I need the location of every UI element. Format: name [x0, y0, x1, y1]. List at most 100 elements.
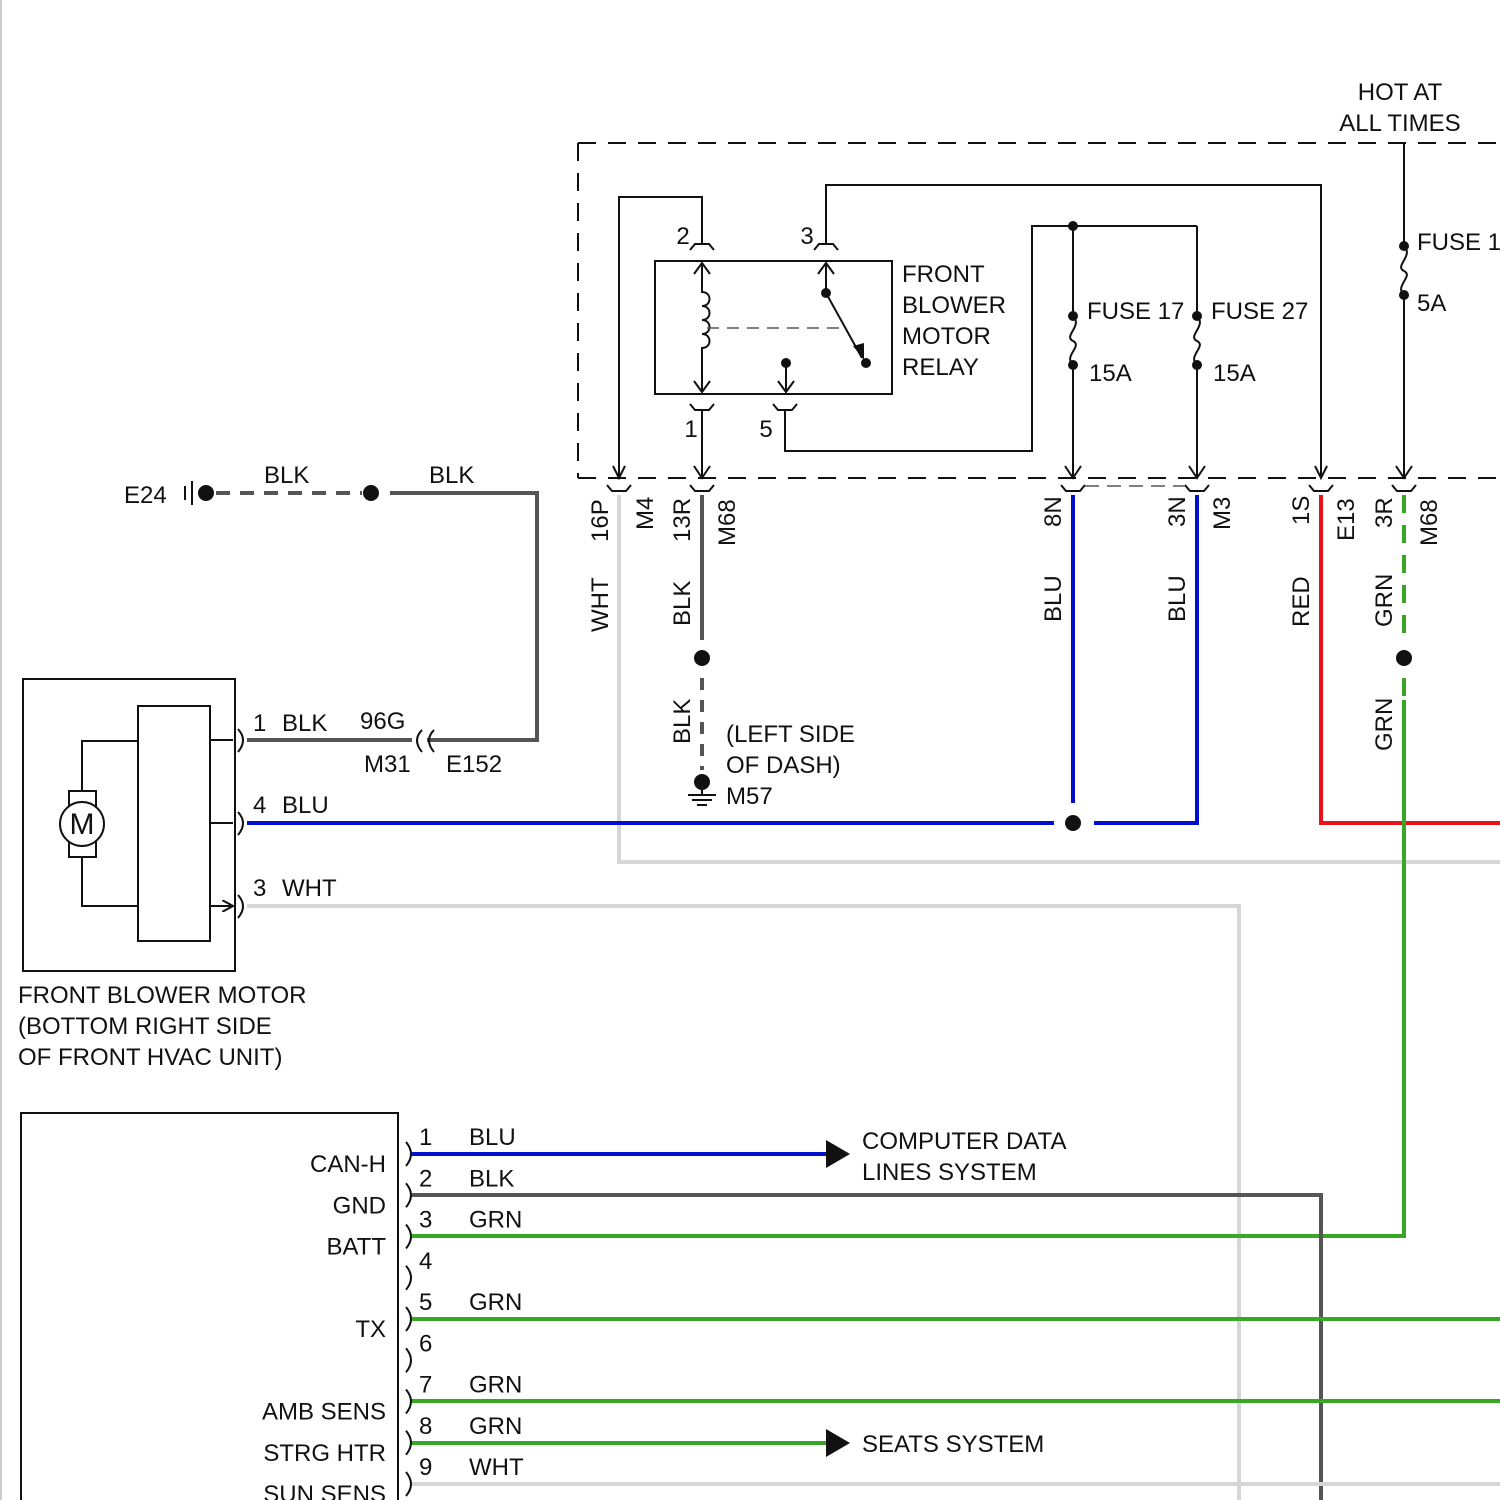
- splice-dot: [694, 650, 710, 666]
- ground-e24-dot: [198, 485, 214, 501]
- splice-dot-blk: [363, 485, 379, 501]
- fuse-27-rating: 15A: [1213, 360, 1256, 387]
- module-pin-name: BATT: [326, 1234, 386, 1261]
- module-pin-connector: [406, 1307, 411, 1331]
- fuse-1-label: FUSE 1: [1417, 229, 1500, 256]
- connector-1s: 1S: [1288, 496, 1315, 525]
- module-pin-wire-color: BLU: [469, 1124, 516, 1151]
- computer-data-lines-label-2[interactable]: LINES SYSTEM: [862, 1159, 1037, 1186]
- fuse-box-outline: [578, 143, 1500, 478]
- motor-pin-4: 4: [253, 792, 266, 819]
- relay-label-1: FRONT: [902, 261, 985, 288]
- module-pin-number: 9: [419, 1454, 432, 1481]
- module-pin-wire-color: GRN: [469, 1289, 522, 1316]
- ground-m57-label: M57: [726, 783, 773, 810]
- ground-m57-dot: [694, 774, 710, 790]
- relay-pin-5: 5: [759, 416, 772, 443]
- ground-icon: [688, 790, 716, 805]
- module-pin-number: 8: [419, 1413, 432, 1440]
- relay-pin-3: 3: [800, 223, 813, 250]
- connector-16p: 16P: [587, 499, 614, 542]
- ground-m57-location-2: OF DASH): [726, 752, 841, 779]
- wire-label-blu-2: BLU: [1164, 575, 1191, 622]
- module-pin-connector: [406, 1225, 411, 1249]
- module-pin-number: 6: [419, 1330, 432, 1357]
- connector-m4: M4: [632, 497, 659, 530]
- module-pin-wire-color: BLK: [469, 1165, 514, 1192]
- motor-pin-1-color: BLK: [282, 710, 327, 737]
- wire-label-red: RED: [1288, 576, 1315, 627]
- relay-label-4: RELAY: [902, 354, 979, 381]
- ground-e24-icon: [185, 481, 192, 505]
- relay-pin-1: 1: [684, 416, 697, 443]
- ground-e24-label: E24: [124, 482, 167, 509]
- wire-wht-motor-pin3: [247, 906, 1239, 1500]
- wire-label-blk-e24-2: BLK: [429, 462, 474, 489]
- connector-glyphs: [607, 485, 1416, 491]
- arrow-seats-system[interactable]: [826, 1429, 850, 1457]
- module-pin-wire-color: GRN: [469, 1372, 522, 1399]
- module-pin-number: 2: [419, 1165, 432, 1192]
- hot-at-all-times-label-2: ALL TIMES: [1339, 110, 1460, 137]
- relay-label-3: MOTOR: [902, 323, 991, 350]
- module-pin-number: 1: [419, 1124, 432, 1151]
- module-pin-number: 5: [419, 1289, 432, 1316]
- module-pin-wire-color: GRN: [469, 1413, 522, 1440]
- module-pin-number: 4: [419, 1248, 432, 1275]
- fuse-1-rating: 5A: [1417, 290, 1446, 317]
- splice-96g: 96G: [360, 708, 405, 735]
- computer-data-lines-label-1[interactable]: COMPUTER DATA: [862, 1128, 1066, 1155]
- motor-pin-1: 1: [253, 710, 266, 737]
- module-pin-connector: [406, 1183, 411, 1207]
- module-pin-connector: [406, 1266, 411, 1290]
- connector-m3: M3: [1209, 497, 1236, 530]
- seats-system-label[interactable]: SEATS SYSTEM: [862, 1431, 1044, 1458]
- arrow-computer-data-lines[interactable]: [826, 1140, 850, 1168]
- connector-e13: E13: [1333, 498, 1360, 541]
- motor-caption-1: FRONT BLOWER MOTOR: [18, 982, 306, 1009]
- wire-label-blu: BLU: [1040, 575, 1067, 622]
- module-pin-name: TX: [355, 1316, 386, 1343]
- module-pin-number: 7: [419, 1372, 432, 1399]
- connector-8n: 8N: [1040, 496, 1067, 527]
- motor-caption-2: (BOTTOM RIGHT SIDE: [18, 1013, 272, 1040]
- module-pin-number: 3: [419, 1207, 432, 1234]
- module-pin-connector: [406, 1472, 411, 1496]
- splice-dot-blu: [1065, 815, 1081, 831]
- connector-m68-2: M68: [1416, 499, 1443, 546]
- module-pin-connector: [406, 1142, 411, 1166]
- module-pin-wire-color: GRN: [469, 1207, 522, 1234]
- wire-label-blk-e24: BLK: [264, 462, 309, 489]
- splice-dot-grn: [1396, 650, 1412, 666]
- wire-label-grn-2: GRN: [1371, 698, 1398, 751]
- module-pin-name: GND: [333, 1192, 386, 1219]
- module-pin-name: STRG HTR: [263, 1440, 386, 1467]
- motor-pin-4-color: BLU: [282, 792, 329, 819]
- connector-3n: 3N: [1164, 496, 1191, 527]
- connector-m31: M31: [364, 751, 411, 778]
- relay-pin-2: 2: [676, 223, 689, 250]
- motor-caption-3: OF FRONT HVAC UNIT): [18, 1044, 282, 1071]
- connector-e152: E152: [446, 751, 502, 778]
- motor-pin-3-color: WHT: [282, 875, 337, 902]
- front-blower-motor: [23, 679, 243, 971]
- module-pin-name: CAN-H: [310, 1151, 386, 1178]
- wire-label-grn: GRN: [1371, 574, 1398, 627]
- ground-m57-location-1: (LEFT SIDE: [726, 721, 855, 748]
- hot-at-all-times-label: HOT AT: [1358, 79, 1443, 106]
- fuse-17-27: [1065, 221, 1205, 478]
- module-pin-wire-color: WHT: [469, 1454, 524, 1481]
- fuse-17-label: FUSE 17: [1087, 298, 1184, 325]
- connector-m68: M68: [714, 499, 741, 546]
- connector-13r: 13R: [669, 498, 696, 542]
- module-pin-name: SUN SENS: [263, 1481, 386, 1500]
- wire-label-wht: WHT: [587, 577, 614, 632]
- module-pin-connector: [406, 1390, 411, 1414]
- module-pin-name: AMB SENS: [262, 1399, 386, 1426]
- relay-label-2: BLOWER: [902, 292, 1006, 319]
- fuse-1: [1396, 143, 1412, 478]
- wire-label-blk-2: BLK: [669, 699, 696, 744]
- motor-symbol: M: [70, 808, 95, 841]
- fuse-27-label: FUSE 27: [1211, 298, 1308, 325]
